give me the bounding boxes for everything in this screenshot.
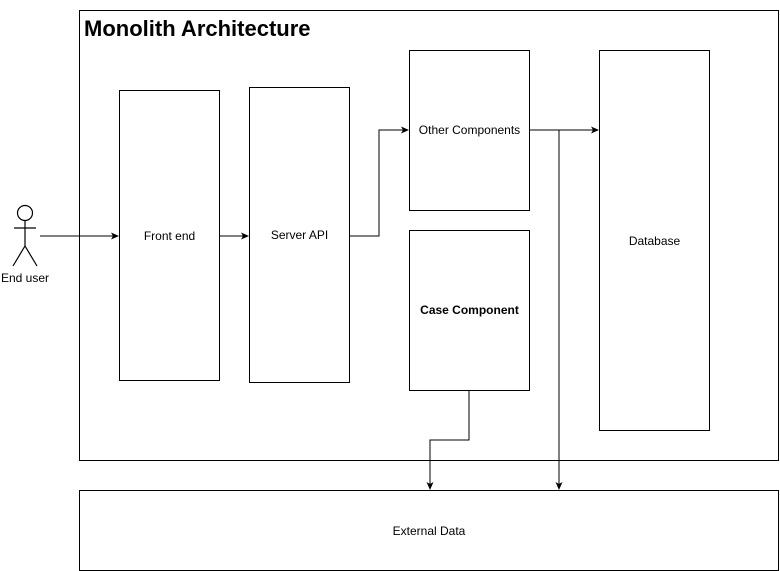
end-user-label: End user bbox=[0, 271, 50, 285]
other-components-node: Other Components bbox=[409, 50, 530, 211]
database-node: Database bbox=[599, 50, 710, 431]
server-api-node: Server API bbox=[249, 87, 350, 383]
diagram-title: Monolith Architecture bbox=[84, 16, 311, 41]
database-label: Database bbox=[628, 233, 681, 248]
case-component-label: Case Component bbox=[420, 302, 519, 317]
end-user-actor-icon bbox=[12, 204, 38, 267]
external-data-node: External Data bbox=[79, 490, 779, 571]
external-data-label: External Data bbox=[392, 523, 466, 538]
front-end-label: Front end bbox=[143, 228, 196, 243]
case-component-node: Case Component bbox=[409, 230, 530, 391]
server-api-label: Server API bbox=[270, 228, 329, 242]
front-end-node: Front end bbox=[119, 90, 220, 381]
other-components-label: Other Components bbox=[418, 122, 521, 137]
